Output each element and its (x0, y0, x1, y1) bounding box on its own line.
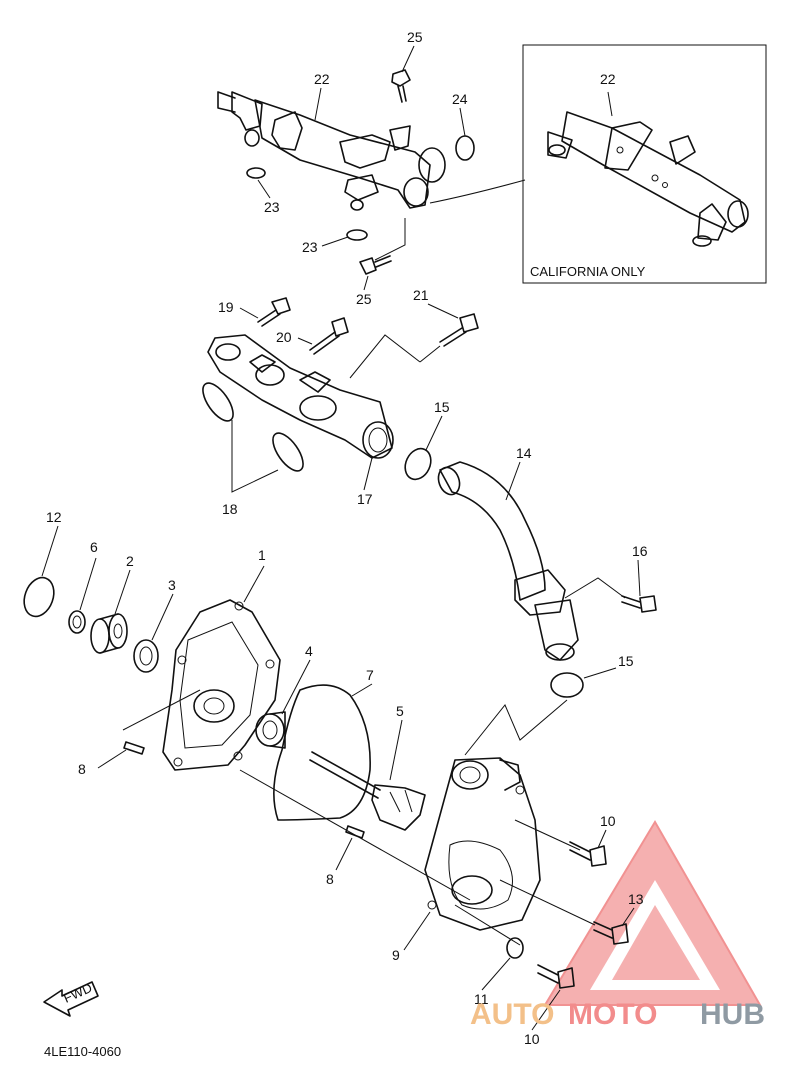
watermark-logo (543, 820, 762, 1006)
callout-23-lower: 23 (302, 239, 318, 255)
callout-8-right: 8 (326, 871, 334, 887)
bolt-25-lower (359, 255, 392, 275)
callout-19: 19 (218, 299, 234, 315)
o-ring-15-upper (404, 447, 432, 481)
pump-cover-1 (162, 599, 281, 771)
callout-14: 14 (516, 445, 532, 461)
joint-17-leader (349, 334, 421, 379)
bolt-16 (621, 595, 657, 613)
callout-7: 7 (366, 667, 374, 683)
callout-13: 13 (628, 891, 644, 907)
o-ring-23-upper (246, 167, 266, 179)
bolt-13 (593, 921, 629, 945)
bolt-10-lower (537, 964, 575, 989)
bolt-25-top (391, 69, 411, 103)
fwd-label: FWD (61, 980, 94, 1006)
housing-leader-c (454, 904, 521, 946)
callout-16: 16 (632, 543, 648, 559)
o-ring-18-leader (231, 420, 279, 493)
o-ring-18-right (272, 432, 304, 472)
bolt-19 (257, 297, 291, 327)
o-ring-12 (23, 576, 55, 618)
inset-leader (429, 179, 526, 204)
callout-15-upper: 15 (434, 399, 450, 415)
callout-20: 20 (276, 329, 292, 345)
housing-leader-a (514, 819, 581, 851)
o-ring-23-lower (346, 229, 368, 241)
callout-21: 21 (413, 287, 429, 303)
bolt-21-leader (419, 345, 441, 363)
pipe-14-leader (564, 577, 626, 599)
impeller-shaft-5 (309, 751, 426, 831)
callout-5: 5 (396, 703, 404, 719)
circlip-6 (68, 610, 86, 634)
callout-22-inset: 22 (600, 71, 616, 87)
washer-11 (506, 937, 524, 959)
watermark-text: AUTO MOTO HUB (470, 998, 765, 1031)
o-ring-24 (455, 135, 475, 161)
bolt-25-leader (374, 218, 406, 261)
callout-9: 9 (392, 947, 400, 963)
alignment-leader (239, 769, 471, 901)
dowel-leader (122, 689, 201, 731)
callout-22-main: 22 (314, 71, 330, 87)
o-ring-15-lower (550, 672, 584, 698)
bolt-10-upper (569, 841, 607, 867)
callout-23-upper: 23 (264, 199, 280, 215)
callout-10-upper: 10 (600, 813, 616, 829)
callout-2: 2 (126, 553, 134, 569)
callout-6: 6 (90, 539, 98, 555)
watermark-hub: HUB (700, 998, 765, 1031)
california-inset: CALIFORNIA ONLY (522, 44, 767, 284)
water-pipe-14 (437, 461, 579, 661)
callout-17: 17 (357, 491, 373, 507)
fwd-arrow-icon: FWD (43, 980, 99, 1017)
o-ring-15-leader (464, 699, 568, 756)
callout-25-lower: 25 (356, 291, 372, 307)
callout-leaders (41, 45, 641, 1031)
callout-12: 12 (46, 509, 62, 525)
inset-label: CALIFORNIA ONLY (530, 264, 646, 279)
callout-8-left: 8 (78, 761, 86, 777)
watermark-auto: AUTO (470, 998, 554, 1031)
callout-25-top: 25 (407, 29, 423, 45)
callout-18: 18 (222, 501, 238, 517)
bolt-20 (309, 317, 349, 355)
callout-1: 1 (258, 547, 266, 563)
oil-seal-3 (133, 639, 159, 673)
o-ring-18-left (202, 382, 234, 422)
housing-leader-b (499, 879, 596, 926)
gasket-7 (273, 684, 371, 821)
callout-labels: 25 22 24 23 23 25 22 19 20 21 15 14 17 1… (46, 29, 648, 1047)
callout-11: 11 (474, 991, 489, 1007)
callout-15-lower: 15 (618, 653, 634, 669)
mechanical-seal-4 (255, 711, 286, 749)
callout-10-lower: 10 (524, 1031, 540, 1047)
callout-24: 24 (452, 91, 468, 107)
drawing-code: 4LE110-4060 (44, 1044, 121, 1059)
outlet-pipe-22 (217, 91, 446, 211)
watermark-moto: MOTO (568, 998, 657, 1031)
pipe-joint-17 (207, 334, 394, 459)
pump-housing-9 (424, 757, 541, 931)
bearing-2 (90, 613, 128, 654)
callout-3: 3 (168, 577, 176, 593)
callout-4: 4 (305, 643, 313, 659)
bolt-21 (439, 313, 479, 347)
dowel-8-left (123, 741, 145, 755)
